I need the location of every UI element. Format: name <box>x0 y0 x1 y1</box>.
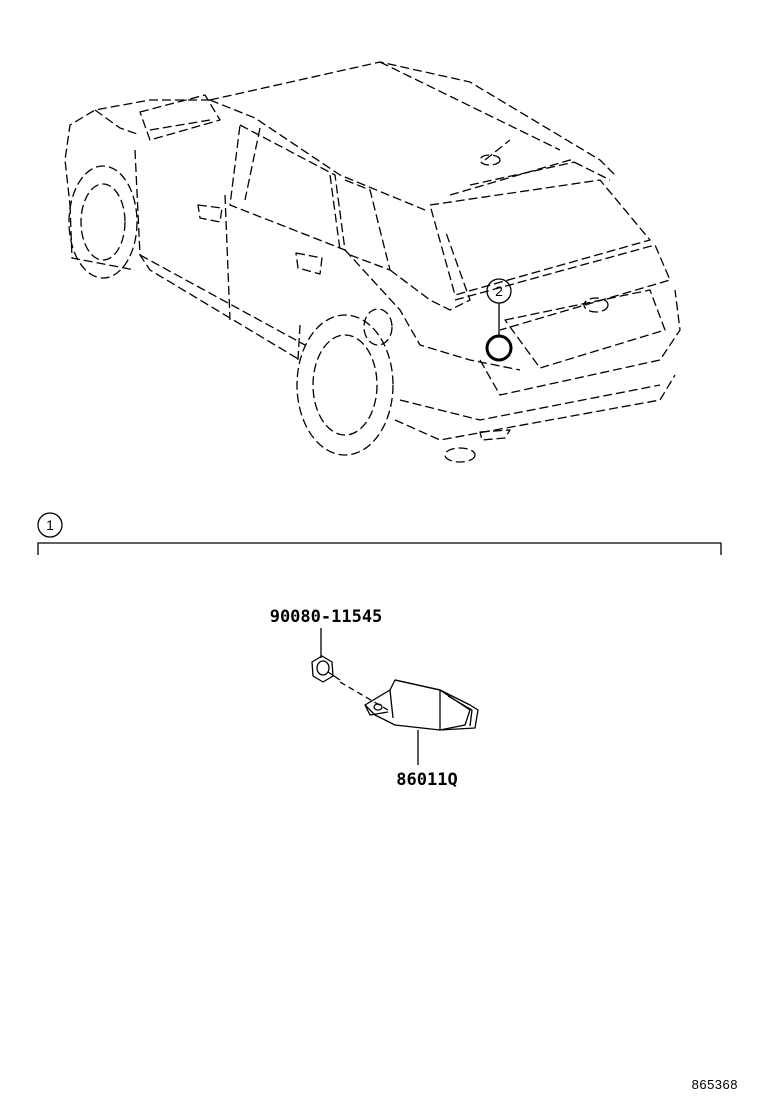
location-callout: 2 <box>485 278 513 362</box>
sensor-illustration <box>364 679 479 765</box>
part-number-bolt: 90080-11545 <box>270 607 383 627</box>
group-header: 1 <box>37 512 722 555</box>
location-callout-number: 2 <box>495 283 503 299</box>
diagram-reference-id: 865368 <box>691 1077 738 1092</box>
group-callout-number: 1 <box>46 517 54 533</box>
part-number-sensor: 86011Q <box>396 770 457 790</box>
bolt-illustration <box>311 628 389 711</box>
vehicle-illustration <box>64 61 681 463</box>
part-location-marker <box>485 334 513 362</box>
